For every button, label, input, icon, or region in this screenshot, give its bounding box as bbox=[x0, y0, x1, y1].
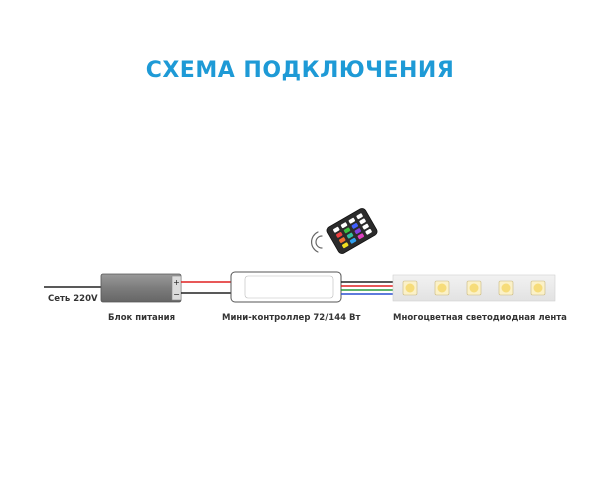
led-chip bbox=[530, 280, 546, 296]
psu-minus-terminal: − bbox=[173, 290, 180, 299]
led-chip bbox=[466, 280, 482, 296]
page-title: СХЕМА ПОДКЛЮЧЕНИЯ bbox=[145, 58, 455, 83]
remote-control bbox=[326, 208, 378, 254]
power-supply-label: Блок питания bbox=[108, 313, 176, 323]
remote-button bbox=[342, 242, 349, 249]
remote-button bbox=[362, 223, 369, 230]
remote-button bbox=[351, 223, 359, 229]
led-group bbox=[402, 280, 546, 296]
led-chip bbox=[498, 280, 514, 296]
signal-icon bbox=[310, 231, 323, 253]
remote-button bbox=[354, 228, 362, 234]
power-supply: + − bbox=[100, 273, 182, 303]
remote-button bbox=[348, 217, 356, 224]
led-strip bbox=[392, 274, 556, 302]
remote-button bbox=[356, 213, 363, 220]
remote-button bbox=[343, 227, 351, 234]
led-chip bbox=[402, 280, 418, 296]
psu-plus-terminal: + bbox=[173, 278, 180, 287]
remote-buttons bbox=[333, 213, 372, 249]
remote-button bbox=[346, 232, 354, 239]
remote-button bbox=[349, 237, 357, 244]
remote-button bbox=[340, 222, 348, 229]
remote-button bbox=[339, 237, 346, 243]
led-strip-label: Многоцветная светодиодная лента bbox=[393, 313, 567, 323]
remote-button bbox=[359, 218, 366, 225]
remote-button bbox=[365, 228, 372, 235]
remote-button bbox=[333, 226, 340, 233]
remote-button bbox=[357, 233, 365, 240]
mini-controller bbox=[230, 271, 342, 303]
led-chip bbox=[434, 280, 450, 296]
mains-label: Сеть 220V bbox=[48, 294, 98, 304]
remote-button bbox=[336, 232, 343, 238]
controller-label: Мини-контроллер 72/144 Вт bbox=[222, 313, 361, 323]
